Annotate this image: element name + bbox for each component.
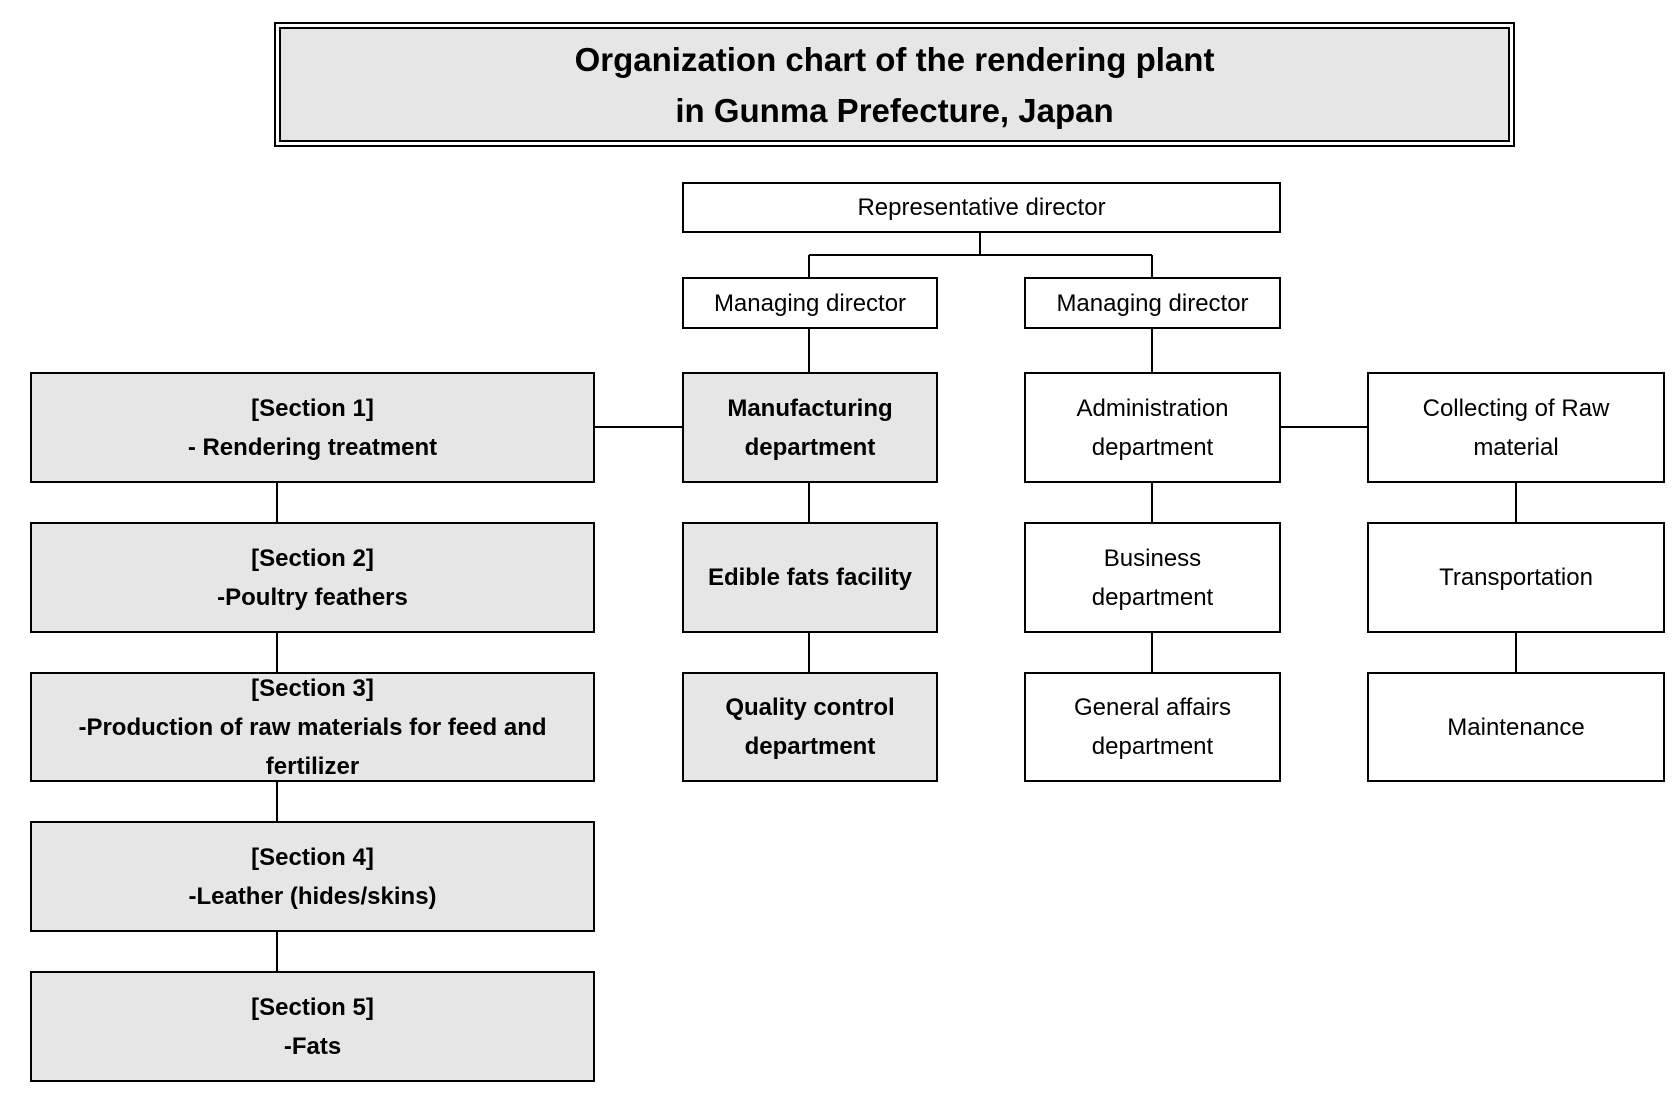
node-edible-fats-facility: Edible fats facility <box>682 522 938 633</box>
node-quality-control-department: Quality control department <box>682 672 938 782</box>
node-administration-department: Administration department <box>1024 372 1281 483</box>
node-general-affairs-department: General affairs department <box>1024 672 1281 782</box>
node-section-4: [Section 4] -Leather (hides/skins) <box>30 821 595 932</box>
node-business-department: Business department <box>1024 522 1281 633</box>
node-manufacturing-department: Manufacturing department <box>682 372 938 483</box>
node-text: General affairs department <box>1074 694 1231 760</box>
node-text: Managing director <box>713 289 907 317</box>
node-text: [Section 3] -Production of raw materials… <box>78 674 547 780</box>
node-text: Manufacturing department <box>727 394 893 461</box>
chart-title: Organization chart of the rendering plan… <box>279 27 1510 142</box>
node-text: Business department <box>1091 544 1214 611</box>
node-representative-director: Representative director <box>682 182 1281 233</box>
chart-title-line-2: in Gunma Prefecture, Japan <box>675 91 1114 129</box>
node-text: Transportation <box>1439 564 1593 591</box>
node-text: Managing director <box>1056 289 1249 317</box>
node-transportation: Transportation <box>1367 522 1665 633</box>
node-managing-director-left: Managing director <box>682 277 938 329</box>
node-text: Representative director <box>857 194 1106 221</box>
node-text: [Section 2] -Poultry feathers <box>217 544 408 611</box>
node-collecting-raw-material: Collecting of Raw material <box>1367 372 1665 483</box>
chart-title-frame: Organization chart of the rendering plan… <box>274 22 1515 147</box>
chart-title-line-1: Organization chart of the rendering plan… <box>574 40 1215 78</box>
node-text: Maintenance <box>1447 713 1585 741</box>
node-section-2: [Section 2] -Poultry feathers <box>30 522 595 633</box>
node-text: Administration department <box>1076 394 1229 461</box>
node-managing-director-right: Managing director <box>1024 277 1281 329</box>
node-section-1: [Section 1] - Rendering treatment <box>30 372 595 483</box>
node-section-5: [Section 5] -Fats <box>30 971 595 1082</box>
node-maintenance: Maintenance <box>1367 672 1665 782</box>
node-text: Collecting of Raw material <box>1422 394 1610 461</box>
node-text: [Section 5] -Fats <box>251 993 374 1060</box>
node-text: Quality control department <box>725 694 895 760</box>
node-section-3: [Section 3] -Production of raw materials… <box>30 672 595 782</box>
node-text: [Section 4] -Leather (hides/skins) <box>188 843 437 910</box>
node-text: [Section 1] - Rendering treatment <box>187 394 438 461</box>
node-text: Edible fats facility <box>707 564 913 591</box>
